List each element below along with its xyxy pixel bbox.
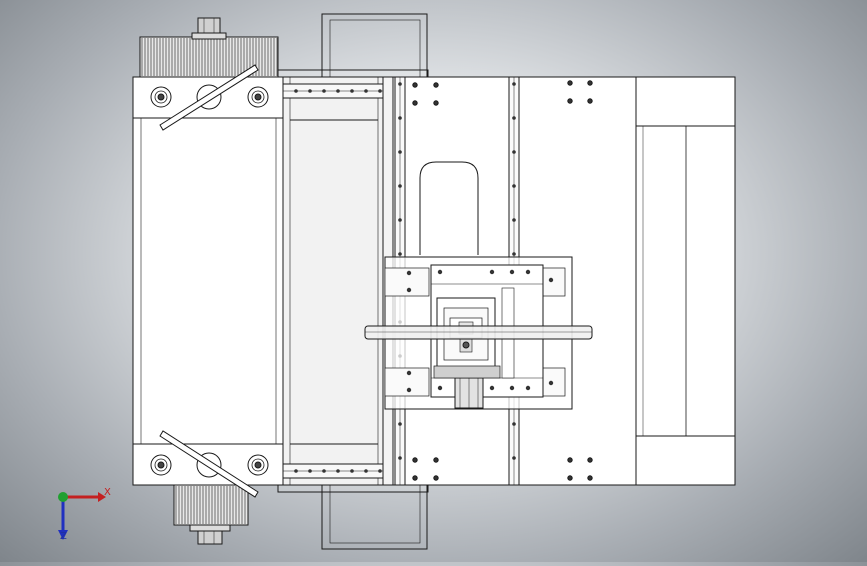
rail-hole	[322, 469, 326, 473]
rail-hole	[336, 469, 340, 473]
bottom-bearing-bolts	[150, 452, 269, 478]
carriage-bolt	[525, 269, 531, 275]
rail-hole	[364, 469, 368, 473]
right-end-section[interactable]	[635, 76, 736, 486]
carriage-bolt	[437, 385, 443, 391]
rail-hole	[398, 150, 402, 154]
conveyor-bed[interactable]	[282, 76, 384, 486]
rail-hole	[398, 456, 402, 460]
rail-hole	[308, 469, 312, 473]
rail-hole	[512, 116, 516, 120]
rail-hole	[512, 456, 516, 460]
rail-hole	[398, 184, 402, 188]
bottom-tension-lever[interactable]	[159, 430, 259, 498]
carriage-bolt	[525, 385, 531, 391]
rail-hole	[350, 469, 354, 473]
rail-hole	[336, 89, 340, 93]
rail-hole	[294, 469, 298, 473]
rail-hole	[512, 150, 516, 154]
rail-hole	[398, 422, 402, 426]
carriage-bolt	[509, 385, 515, 391]
rail-hole	[398, 82, 402, 86]
cross-shaft[interactable]	[364, 325, 593, 340]
rail-hole	[294, 89, 298, 93]
rail-hole	[350, 89, 354, 93]
top-tension-lever[interactable]	[159, 64, 259, 131]
rail-hole	[308, 89, 312, 93]
rail-hole	[322, 89, 326, 93]
rail-hole	[512, 184, 516, 188]
rail-hole	[364, 89, 368, 93]
rail-hole	[512, 218, 516, 222]
rail-hole	[398, 252, 402, 256]
rail-hole	[398, 116, 402, 120]
rail-hole	[512, 82, 516, 86]
carriage-bolt	[406, 387, 412, 393]
carriage-bolt	[548, 380, 554, 386]
carriage-bolt	[509, 269, 515, 275]
top-gear[interactable]	[139, 17, 279, 78]
rail-hole	[378, 89, 382, 93]
rail-hole	[512, 252, 516, 256]
triad-x-label: X	[104, 487, 111, 498]
rail-hole	[398, 218, 402, 222]
carriage-bolt	[437, 269, 443, 275]
rail-hole	[378, 469, 382, 473]
carriage-bolt	[489, 385, 495, 391]
bottom-gear[interactable]	[173, 484, 249, 545]
carriage-bolt	[406, 270, 412, 276]
coordinate-triad	[58, 492, 106, 540]
left-roller-assembly[interactable]	[132, 17, 284, 545]
carriage-bolt	[489, 269, 495, 275]
carriage-bolt	[548, 277, 554, 283]
carriage-bolt	[406, 370, 412, 376]
rail-hole	[512, 422, 516, 426]
carriage-bolt	[406, 287, 412, 293]
triad-z-label: Z	[60, 531, 67, 542]
